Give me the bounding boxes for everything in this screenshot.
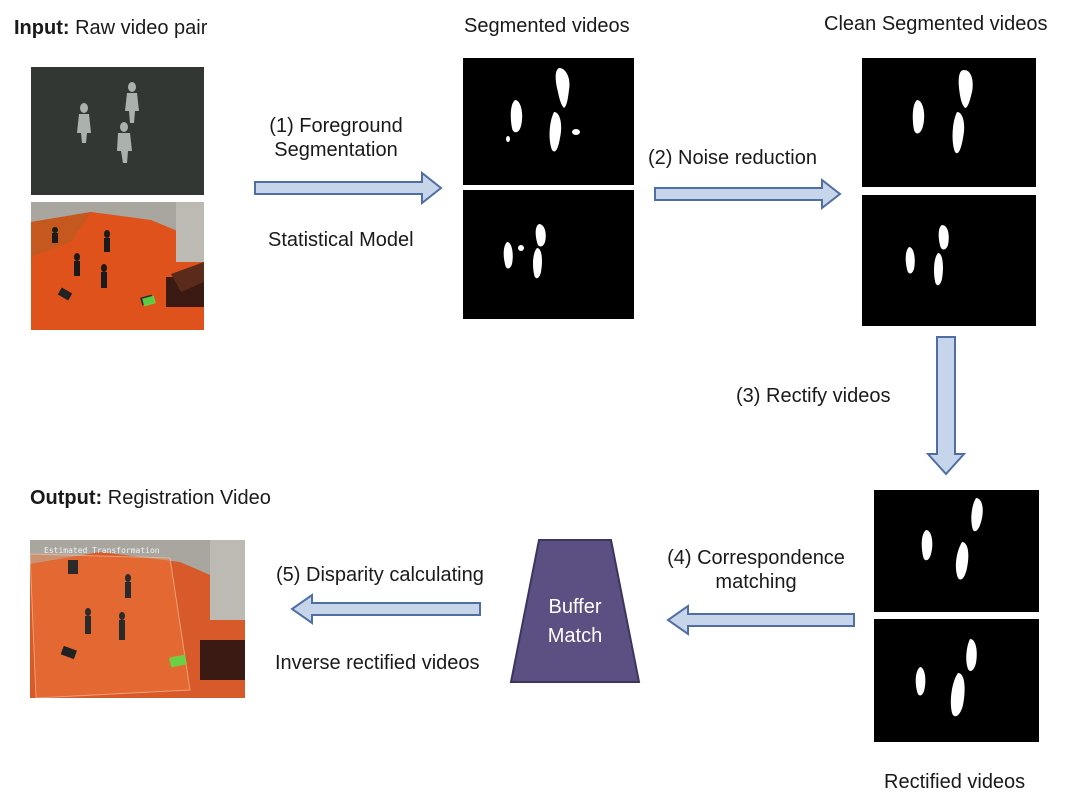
color-video-frame (31, 202, 204, 330)
step1-arrow (254, 170, 444, 206)
input-label: Input: Raw video pair (14, 16, 207, 40)
clean-frame-top (862, 58, 1036, 187)
step4-label: (4) Correspondence matching (654, 546, 858, 594)
buffer-match-label: Buffer Match (509, 593, 641, 651)
step4-line1: (4) Correspondence (667, 547, 845, 569)
output-label-text: Registration Video (107, 487, 271, 509)
buffer-line2: Match (547, 625, 603, 647)
step1-line2: Segmentation (274, 139, 398, 161)
step3-arrow (925, 336, 967, 476)
registration-overlay-text: Estimated Transformation (44, 546, 160, 555)
step1-line1: (1) Foreground (269, 115, 403, 137)
output-label-bold: Output: (30, 487, 103, 509)
step5-note: Inverse rectified videos (275, 652, 480, 674)
rectified-frame-bottom (874, 619, 1039, 742)
output-label: Output: Registration Video (30, 486, 271, 510)
rectified-title: Rectified videos (884, 771, 1026, 793)
buffer-line1: Buffer (548, 596, 602, 618)
step5-arrow (290, 592, 482, 626)
step1-note: Statistical Model (268, 229, 414, 251)
thermal-video-frame (31, 67, 204, 195)
step4-arrow (666, 604, 856, 638)
buffer-match-block: Buffer Match (509, 539, 641, 684)
step1-label: (1) Foreground Segmentation (236, 114, 436, 162)
input-label-text: Raw video pair (75, 17, 208, 39)
step2-arrow (654, 177, 844, 212)
clean-frame-bottom (862, 195, 1036, 326)
step2-label: (2) Noise reduction (648, 147, 817, 169)
registration-video-frame: Estimated Transformation (30, 540, 245, 698)
input-label-bold: Input: (14, 17, 70, 39)
step3-label: (3) Rectify videos (736, 385, 891, 407)
segmented-frame-bottom (463, 190, 634, 319)
segmented-frame-top (463, 58, 634, 185)
clean-title: Clean Segmented videos (824, 13, 1048, 35)
step5-label: (5) Disparity calculating (276, 564, 484, 586)
segmented-title: Segmented videos (464, 15, 630, 37)
rectified-frame-top (874, 490, 1039, 612)
step4-line2: matching (715, 571, 797, 593)
